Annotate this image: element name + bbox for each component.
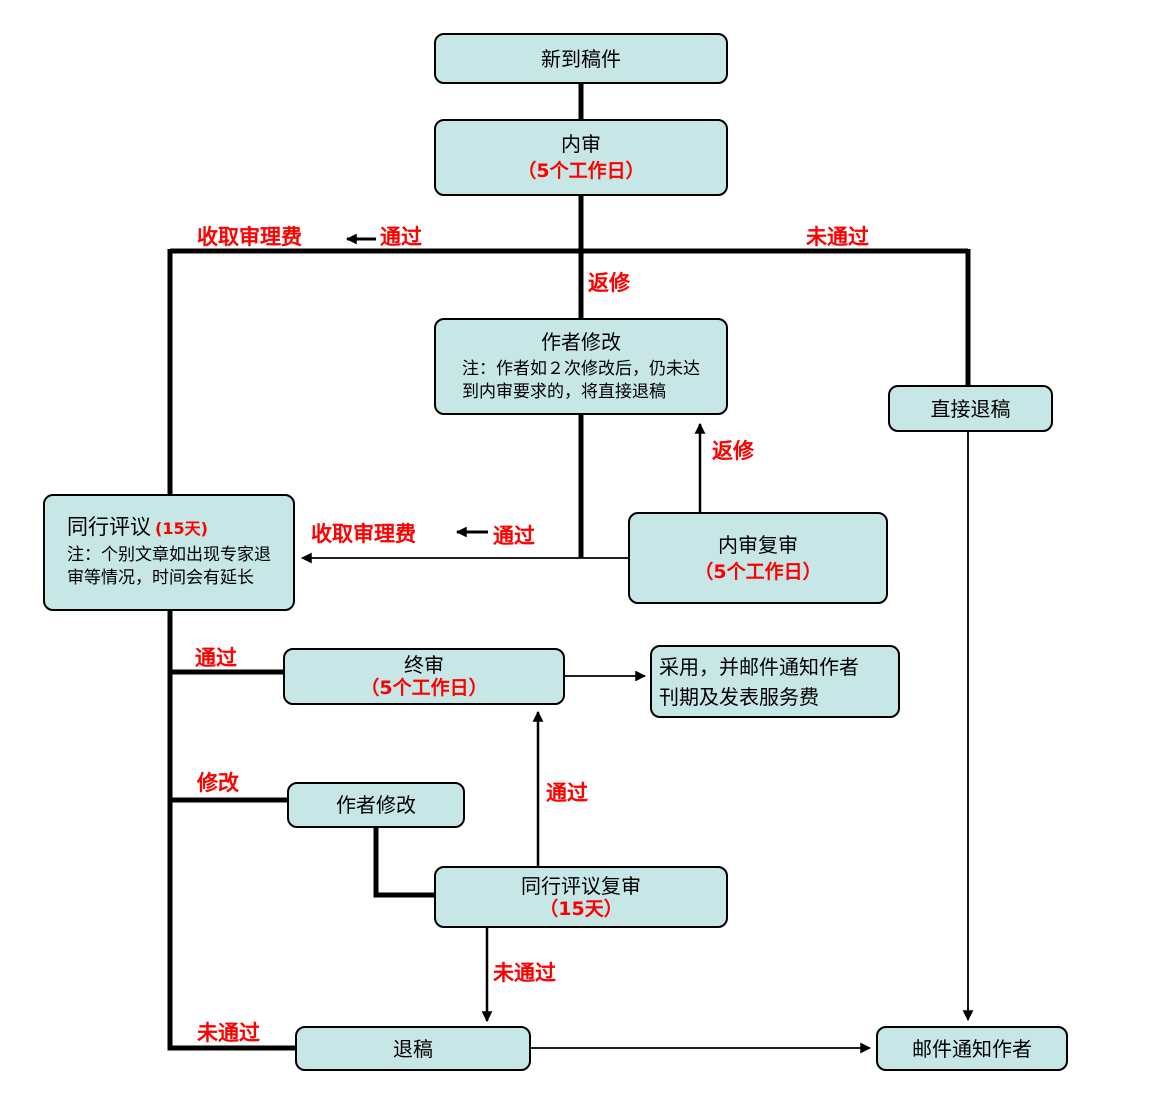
node-note: 注：个别文章如出现专家退 审等情况，时间会有延长 [67,545,271,589]
node-title: 终审 [404,653,444,678]
edge-label-pass-mid: 通过 [493,524,535,548]
edge-label-fail-bottom: 未通过 [197,1021,260,1045]
edge-label-modify: 修改 [197,771,239,795]
edge-label-revise-top: 返修 [588,271,630,295]
node-line1: 采用，并邮件通知作者 [659,654,859,679]
node-duration: （5个工作日） [694,560,822,583]
node-title: 新到稿件 [541,46,621,71]
node-final-review: 终审 （5个工作日） [283,648,565,705]
edge-label-revise-mid: 返修 [712,439,754,463]
node-email-notification: 邮件通知作者 [876,1026,1068,1071]
node-internal-rereview: 内审复审 （5个工作日） [628,512,888,604]
node-acceptance: 采用，并邮件通知作者 刊期及发表服务费 [650,645,900,718]
node-author-revision-1: 作者修改 注：作者如２次修改后，仍未达 到内审要求的，将直接退稿 [434,318,728,415]
node-duration: （5个工作日） [517,160,645,183]
edge-label-fail-rereview: 未通过 [493,961,556,985]
node-title: 邮件通知作者 [912,1036,1032,1061]
node-title: 作者修改 [541,329,621,354]
node-title: 同行评议复审 [521,873,641,898]
node-title: 作者修改 [336,793,416,817]
edge-label-pass-final: 通过 [195,646,237,670]
node-duration: (15天) [155,518,208,538]
node-title: 内审复审 [718,532,798,557]
node-internal-review: 内审 （5个工作日） [434,119,728,196]
node-title: 同行评议 [67,514,151,539]
edge-label-fail-top: 未通过 [806,225,869,249]
node-new-manuscript: 新到稿件 [434,33,728,84]
node-title: 退稿 [393,1036,433,1061]
node-direct-rejection: 直接退稿 [888,385,1053,432]
edge-label-fee-top: 收取审理费 [197,225,302,249]
edge-label-pass-top: 通过 [380,225,422,249]
node-rejection: 退稿 [295,1026,531,1071]
edge-label-fee-mid: 收取审理费 [311,522,416,546]
node-author-revision-2: 作者修改 [287,782,465,828]
connector-author2-to-peer-rereview [373,828,434,898]
node-title: 内审 [561,132,601,157]
node-line2: 刊期及发表服务费 [659,684,819,709]
node-title-row: 同行评议 (15天) [45,515,208,540]
node-duration: （15天） [539,897,623,920]
node-title: 直接退稿 [930,396,1011,421]
node-duration: （5个工作日） [360,677,488,700]
node-note: 注：作者如２次修改后，仍未达 到内审要求的，将直接退稿 [462,358,700,402]
node-peer-rereview: 同行评议复审 （15天） [434,866,728,928]
node-peer-review: 同行评议 (15天) 注：个别文章如出现专家退 审等情况，时间会有延长 [43,494,295,611]
edge-label-pass-rereview: 通过 [546,781,588,805]
